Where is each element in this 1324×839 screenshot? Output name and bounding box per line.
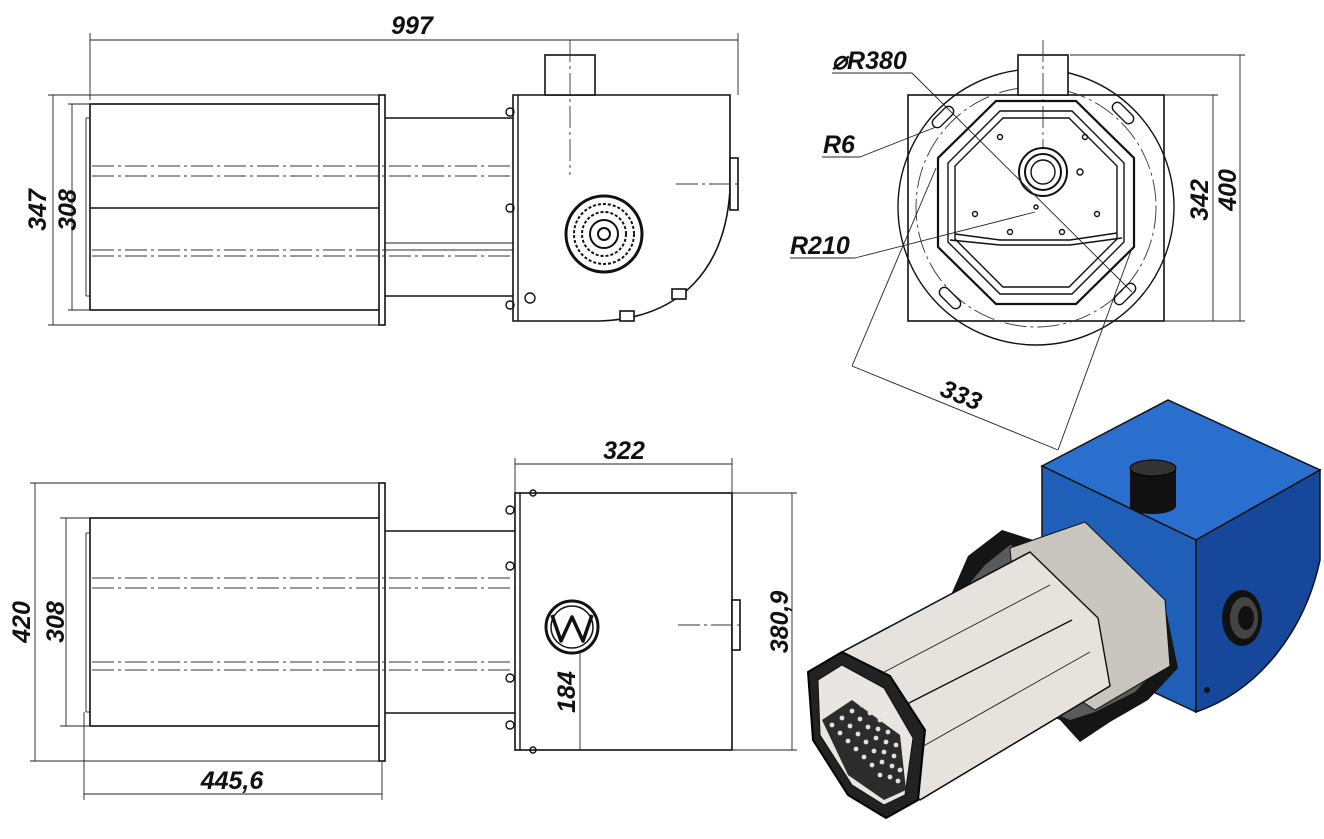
dim-308-side: 308 — [54, 189, 82, 231]
top-tube — [89, 517, 383, 727]
dim-308-top: 308 — [42, 601, 70, 643]
side-tube — [89, 103, 383, 311]
dim-184: 184 — [553, 671, 581, 713]
chimney-pipe — [1129, 459, 1177, 514]
front-view: 342 400 ⌀R380 R6 R210 333 — [790, 40, 1245, 451]
side-view: 997 347 308 — [24, 12, 742, 326]
housing-side-face — [1195, 468, 1321, 714]
dim-420: 420 — [8, 601, 36, 644]
dim-333: 333 — [936, 375, 985, 417]
top-view: 322 380,9 184 420 308 445,6 — [8, 437, 797, 800]
dim-342: 342 — [1186, 179, 1214, 221]
dim-322: 322 — [603, 437, 645, 465]
dim-400: 400 — [1214, 169, 1242, 212]
isometric-view — [806, 399, 1322, 820]
dim-r210: R210 — [790, 232, 850, 260]
air-inlet-icon — [1222, 590, 1262, 646]
perforated-grate — [829, 702, 903, 784]
dim-r6: R6 — [823, 131, 856, 159]
front-housing-plate — [907, 94, 1165, 322]
slot-top-left — [931, 105, 955, 129]
slot-bottom-left — [938, 286, 962, 310]
slot-bottom-right — [1113, 282, 1137, 306]
fan-icon — [564, 194, 644, 274]
dim-445-6: 445,6 — [200, 767, 265, 795]
octagon-outer — [936, 99, 1136, 306]
dim-r380: ⌀R380 — [832, 47, 907, 75]
dim-380-9: 380,9 — [766, 591, 794, 654]
slot-top-right — [1111, 101, 1135, 125]
dim-997: 997 — [391, 12, 434, 40]
dim-347: 347 — [24, 188, 52, 231]
brand-logo-icon — [544, 599, 600, 655]
